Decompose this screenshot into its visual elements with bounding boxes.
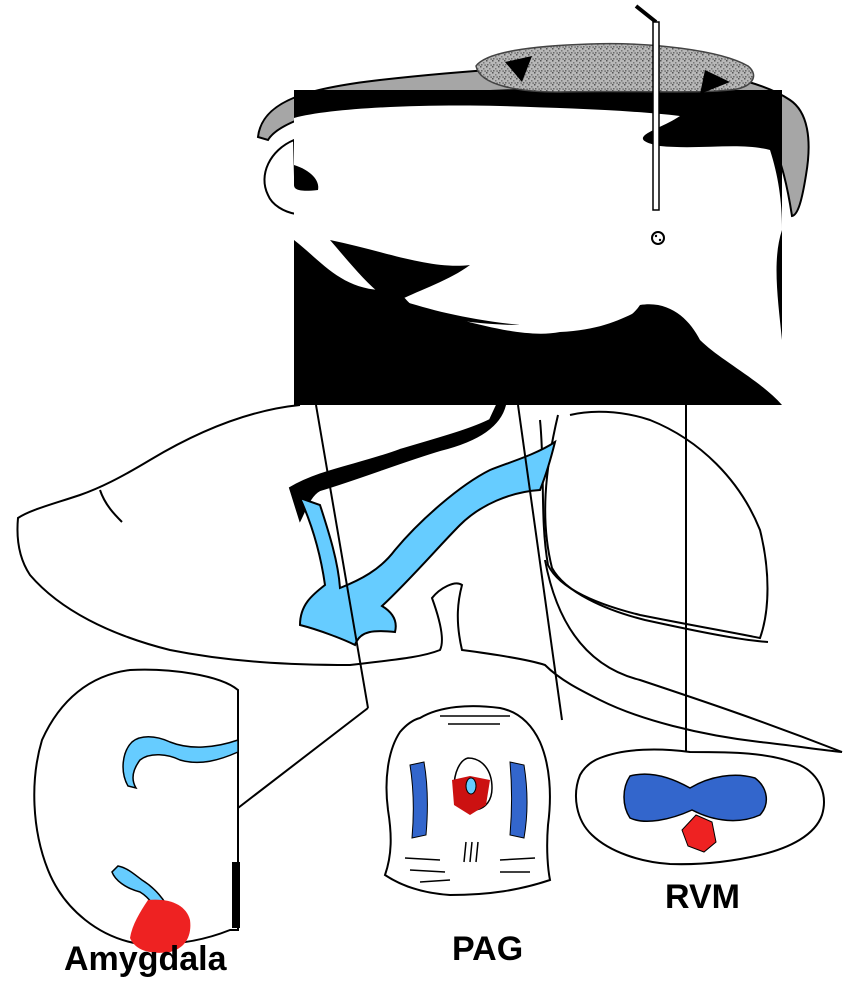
pag-aqueduct: [466, 778, 476, 794]
sagittal-brain-section: [258, 6, 809, 405]
pag-blue-right: [510, 762, 527, 838]
cerebrum-notch: [100, 490, 122, 522]
rvm-section: [576, 750, 824, 865]
lower-brainstem: [545, 560, 842, 752]
pag-label: PAG: [452, 930, 523, 969]
projection-line: [238, 708, 368, 808]
rvm-label: RVM: [665, 878, 740, 917]
amygdala-label: Amygdala: [64, 940, 227, 979]
brain-left-edge: [264, 140, 296, 214]
injection-site-icon: [652, 232, 664, 244]
amygdala-outline: [34, 670, 238, 945]
brainstem-outline: [540, 412, 768, 638]
amygdala-black-bar: [232, 862, 240, 928]
pag-section: [385, 706, 550, 895]
amygdala-section: [34, 670, 240, 953]
cerebellum-outline: [545, 415, 768, 642]
